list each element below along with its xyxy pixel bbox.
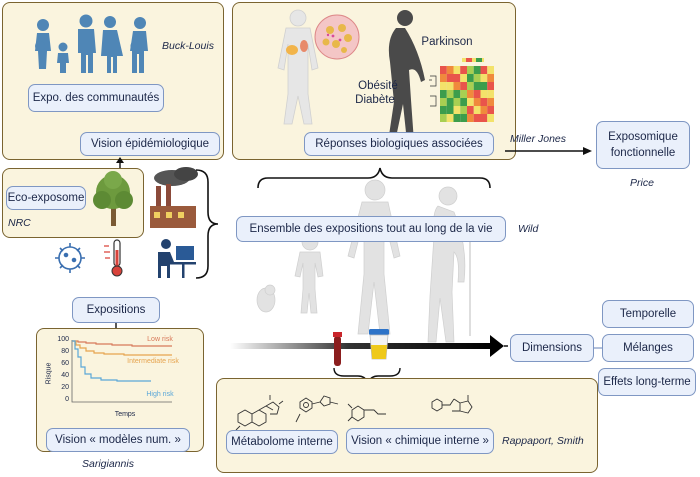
- author-miller-jones: Miller Jones: [510, 133, 567, 145]
- internal-chemistry-vision-box[interactable]: Vision « chimique interne »: [346, 428, 494, 454]
- risk-ylabel: Risque: [45, 362, 53, 385]
- author-price: Price: [630, 177, 654, 189]
- risk-tick-5: 0: [65, 396, 69, 403]
- diabetes-label: Diabète: [355, 94, 395, 106]
- risk-label-low: Low risk: [147, 336, 173, 343]
- dimensions-box[interactable]: Dimensions: [510, 334, 594, 362]
- numerical-models-vision-box[interactable]: Vision « modèles num. »: [46, 428, 190, 452]
- expositions-box[interactable]: Expositions: [72, 297, 160, 323]
- risk-tick-1: 80: [61, 348, 69, 355]
- obesity-label: Obésité: [358, 80, 398, 92]
- author-buck-louis: Buck-Louis: [162, 40, 214, 52]
- dimension-temporal[interactable]: Temporelle: [602, 300, 694, 328]
- dimension-mixtures[interactable]: Mélanges: [602, 334, 694, 362]
- office-worker-icon: [158, 239, 196, 278]
- community-exposure-box[interactable]: Expo. des communautés: [28, 84, 164, 112]
- risk-label-intermediate: Intermediate risk: [127, 358, 179, 365]
- functional-exposomics-box[interactable]: Exposomique fonctionnelle: [596, 121, 690, 169]
- risk-label-high: High risk: [146, 391, 174, 398]
- epidemiological-vision-box[interactable]: Vision épidémiologique: [80, 132, 220, 156]
- author-wild: Wild: [518, 223, 539, 235]
- biological-responses-box[interactable]: Réponses biologiques associées: [304, 132, 494, 156]
- factory-icon: [150, 167, 198, 228]
- parkinson-label: Parkinson: [421, 36, 473, 48]
- panel-internal-chemistry: [216, 378, 598, 473]
- risk-tick-2: 60: [61, 360, 69, 367]
- blood-tube-icon: [333, 332, 342, 366]
- author-sarigiannis: Sarigiannis: [82, 458, 134, 470]
- author-rappaport-smith: Rappaport, Smith: [502, 435, 584, 447]
- eco-exposome-box[interactable]: Eco-exposome: [6, 186, 86, 210]
- risk-xlabel: Temps: [114, 411, 136, 418]
- virus-icon: [55, 243, 85, 273]
- risk-tick-4: 20: [61, 384, 69, 391]
- lifetime-exposures-box[interactable]: Ensemble des expositions tout au long de…: [236, 216, 506, 242]
- dimension-long-term-effects[interactable]: Effets long-terme: [598, 368, 696, 396]
- risk-tick-3: 40: [61, 372, 69, 379]
- risk-tick-0: 100: [57, 336, 69, 343]
- urine-cup-icon: [369, 329, 389, 360]
- thermometer-icon: [104, 239, 123, 277]
- internal-metabolome-box[interactable]: Métabolome interne: [226, 430, 338, 454]
- author-nrc: NRC: [8, 217, 31, 229]
